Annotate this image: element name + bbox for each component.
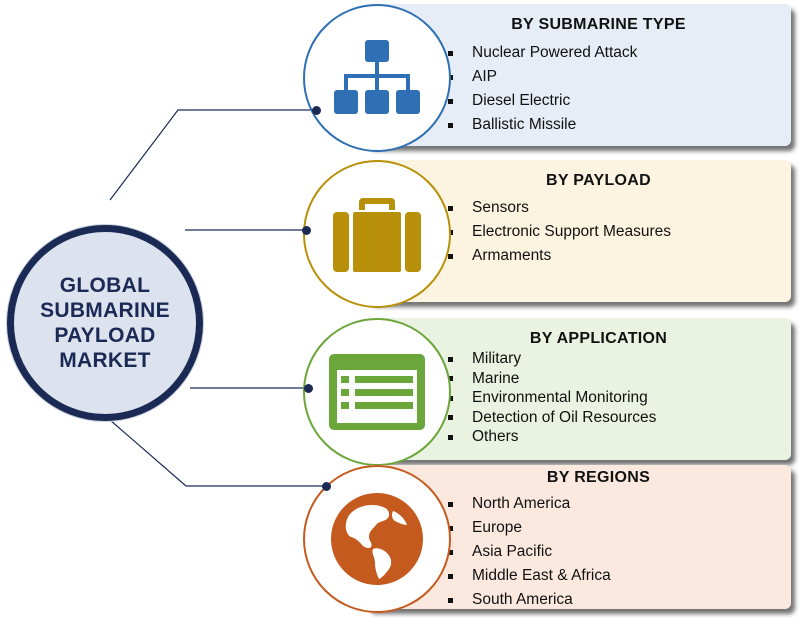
connector-regions bbox=[109, 419, 326, 487]
connector-submarine-type bbox=[109, 109, 316, 201]
list-item: Middle East & Africa bbox=[448, 564, 791, 588]
icon-circle-payload bbox=[303, 160, 451, 308]
list-item: Ballistic Missile bbox=[448, 113, 791, 137]
list-item: Sensors bbox=[448, 196, 791, 220]
item-list: Sensors Electronic Support Measures Arma… bbox=[366, 196, 791, 268]
connector-dot bbox=[312, 106, 321, 115]
briefcase-icon bbox=[333, 198, 421, 272]
globe-icon bbox=[331, 493, 423, 585]
list-item: Marine bbox=[448, 369, 791, 389]
panel-heading: BY SUBMARINE TYPE bbox=[511, 16, 686, 33]
list-item: Military bbox=[448, 349, 791, 369]
panel-heading: BY REGIONS bbox=[546, 469, 651, 486]
list-item: Asia Pacific bbox=[448, 540, 791, 564]
list-item: Others bbox=[448, 427, 791, 447]
form-list-icon bbox=[329, 354, 425, 430]
item-list: Nuclear Powered Attack AIP Diesel Electr… bbox=[366, 41, 791, 137]
list-item: Armaments bbox=[448, 244, 791, 268]
list-item: Detection of Oil Resources bbox=[448, 408, 791, 428]
list-item: Electronic Support Measures bbox=[448, 220, 791, 244]
list-item: Nuclear Powered Attack bbox=[448, 41, 791, 65]
list-item: North America bbox=[448, 492, 791, 516]
icon-circle-application bbox=[303, 318, 451, 466]
icon-circle-submarine-type bbox=[303, 4, 451, 152]
item-list: North America Europe Asia Pacific Middle… bbox=[366, 492, 791, 612]
item-list: Military Marine Environmental Monitoring… bbox=[366, 349, 791, 447]
list-item: Diesel Electric bbox=[448, 89, 791, 113]
panel-heading: BY APPLICATION bbox=[529, 330, 668, 347]
connector-dot bbox=[304, 384, 313, 393]
list-item: South America bbox=[448, 588, 791, 612]
market-hub-circle: GLOBAL SUBMARINE PAYLOAD MARKET bbox=[7, 225, 203, 421]
hierarchy-icon bbox=[334, 40, 420, 114]
list-item: Environmental Monitoring bbox=[448, 388, 791, 408]
list-item: AIP bbox=[448, 65, 791, 89]
list-item: Europe bbox=[448, 516, 791, 540]
connector-dot bbox=[322, 482, 331, 491]
panel-heading: BY PAYLOAD bbox=[546, 172, 651, 189]
connector-dot bbox=[302, 226, 311, 235]
hub-title: GLOBAL SUBMARINE PAYLOAD MARKET bbox=[40, 274, 170, 372]
